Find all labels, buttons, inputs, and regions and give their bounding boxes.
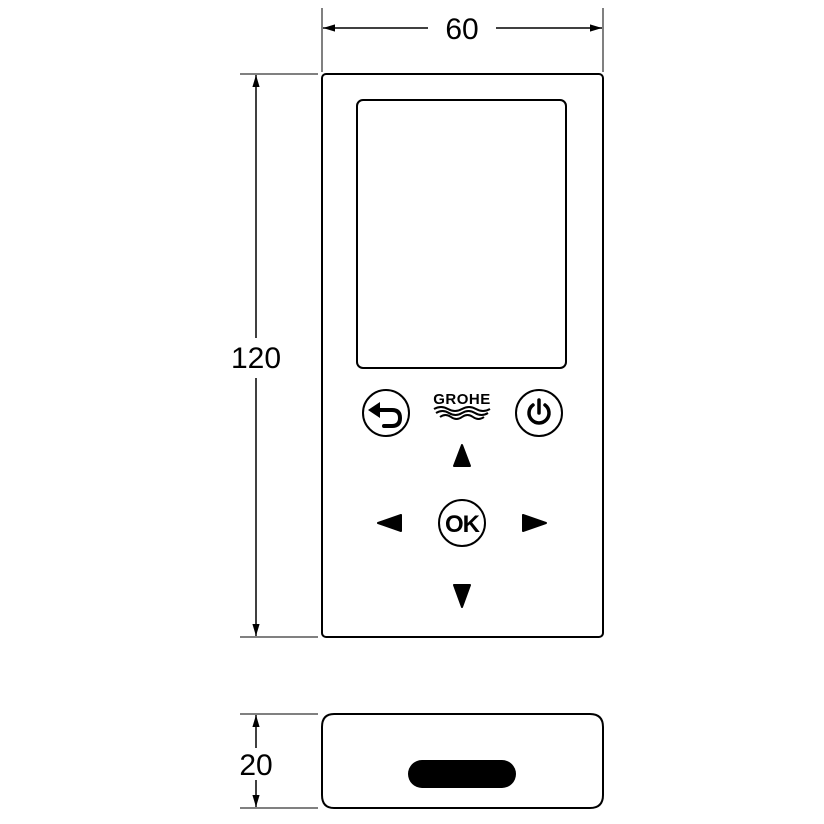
down-button[interactable] (453, 584, 471, 608)
grohe-waves-icon (433, 406, 491, 420)
grohe-logo: GROHE (433, 391, 491, 420)
power-icon (527, 398, 551, 425)
width-label: 60 (445, 13, 478, 46)
brand-logo-text: GROHE (433, 391, 491, 408)
remote-bottom-view (321, 713, 604, 809)
arrow-right-icon (522, 514, 547, 532)
arrow-up-icon (453, 444, 471, 467)
depth-dimension: 20 (239, 713, 318, 809)
display-screen (356, 99, 567, 369)
back-arrow-icon (368, 402, 403, 428)
remote-front-view: GROHE OK (321, 73, 604, 638)
height-label: 120 (231, 342, 281, 375)
back-button[interactable] (362, 389, 410, 437)
ok-button[interactable]: OK (438, 499, 486, 547)
charging-slot (408, 760, 516, 788)
right-button[interactable] (522, 514, 547, 532)
arrow-down-icon (453, 584, 471, 608)
height-dimension: 120 (231, 73, 318, 638)
left-button[interactable] (377, 514, 402, 532)
arrow-left-icon (377, 514, 402, 532)
power-button[interactable] (515, 389, 563, 437)
ok-button-label: OK (445, 511, 481, 538)
up-button[interactable] (453, 444, 471, 467)
width-dimension: 60 (321, 8, 604, 72)
depth-label: 20 (239, 749, 272, 782)
